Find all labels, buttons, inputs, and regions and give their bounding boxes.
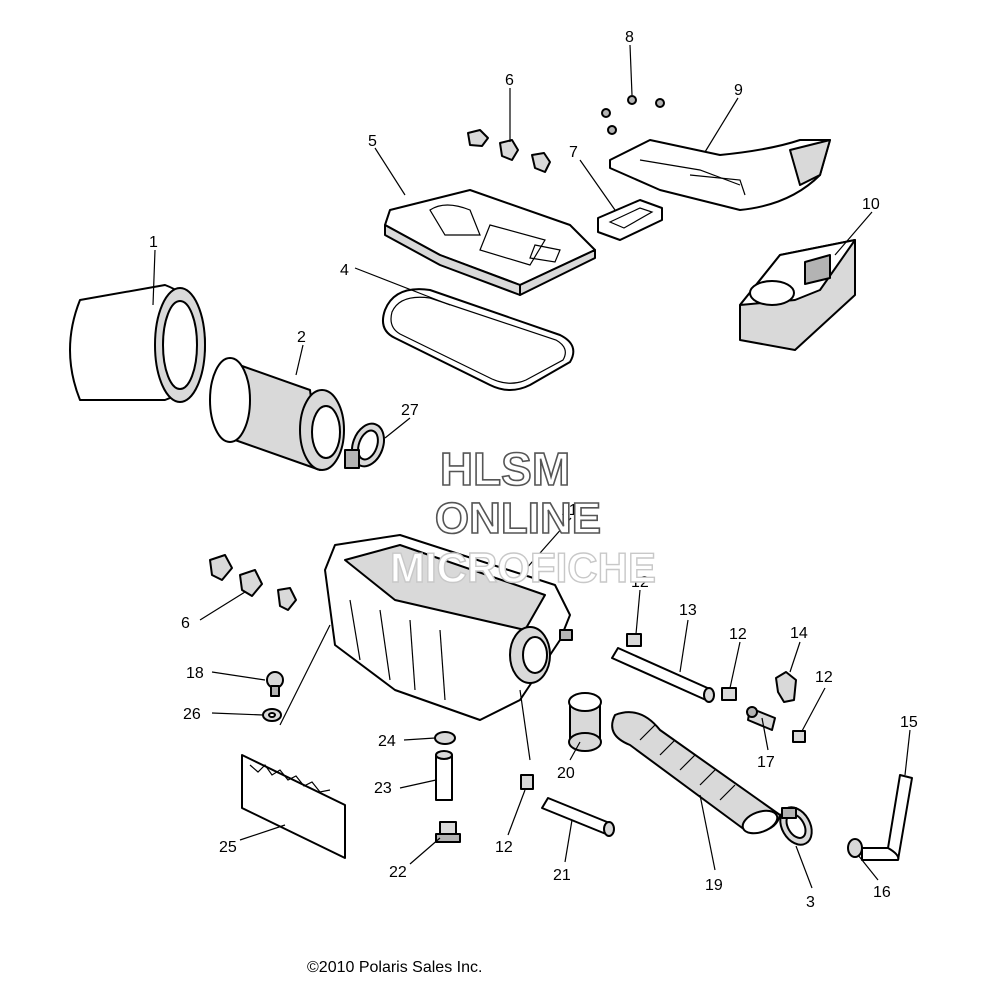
part-19-intake-boot	[611, 711, 781, 835]
part-12-clamps	[520, 633, 806, 790]
callout-20: 20	[557, 765, 575, 782]
part-2-air-filter	[209, 357, 345, 471]
copyright-notice: ©2010 Polaris Sales Inc.	[307, 959, 482, 976]
callout-labels: 1 2 3 4 5 6 7 8 9 10 11 12 12 12 12 13 1…	[149, 29, 918, 911]
callout-27: 27	[401, 402, 419, 419]
callout-12-c: 12	[815, 669, 833, 686]
callout-22: 22	[389, 864, 407, 881]
part-21-tube	[541, 797, 615, 837]
part-9-intake-duct	[609, 139, 831, 211]
part-6-clips-lower	[209, 554, 297, 611]
callout-12-a: 12	[631, 574, 649, 591]
callout-6-lower: 6	[181, 615, 190, 632]
callout-16: 16	[873, 884, 891, 901]
watermark-line-2: ONLINE	[435, 494, 601, 543]
watermark: HLSM ONLINE MICROFICHE	[389, 442, 656, 592]
watermark-line-1: HLSM	[440, 443, 570, 495]
callout-12-b: 12	[729, 626, 747, 643]
callout-2: 2	[297, 329, 306, 346]
callout-23: 23	[374, 780, 392, 797]
part-15-bent-pipe	[861, 774, 913, 861]
part-7-seal-plate	[597, 199, 663, 241]
part-1-prefilter-sleeve	[69, 284, 206, 403]
part-4-gasket	[382, 288, 575, 391]
part-3-clamp	[779, 806, 813, 846]
part-26-washer	[262, 708, 282, 722]
part-24-cap	[434, 731, 456, 745]
callout-14: 14	[790, 625, 808, 642]
part-8-screws	[601, 95, 665, 135]
callout-7: 7	[569, 144, 578, 161]
callout-9: 9	[734, 82, 743, 99]
callout-12-d: 12	[495, 839, 513, 856]
part-17-fitting	[746, 706, 776, 731]
part-20-coupler	[568, 692, 602, 752]
callout-26: 26	[183, 706, 201, 723]
part-22-drain-valve	[435, 821, 461, 843]
part-16-small-clamp	[847, 838, 863, 858]
callout-4: 4	[340, 262, 349, 279]
part-11-airbox-base	[324, 534, 573, 721]
callout-5: 5	[368, 133, 377, 150]
part-14-bracket	[775, 671, 797, 703]
callout-10: 10	[862, 196, 880, 213]
watermark-line-3: MICROFICHE	[390, 544, 656, 591]
callout-18: 18	[186, 665, 204, 682]
callout-19: 19	[705, 877, 723, 894]
part-10-foam-block	[739, 239, 856, 351]
part-5-airbox-lid	[384, 189, 596, 296]
callout-1: 1	[149, 234, 158, 251]
part-18-rivet	[266, 671, 284, 697]
callout-25: 25	[219, 839, 237, 856]
part-25-screen-plate	[241, 754, 346, 859]
leader-lines	[152, 44, 911, 889]
callout-11: 11	[561, 502, 578, 519]
part-13-hose	[611, 647, 715, 703]
callout-17: 17	[757, 754, 775, 771]
part-23-drain-tube	[435, 750, 453, 801]
callout-21: 21	[553, 867, 571, 884]
callout-3: 3	[806, 894, 815, 911]
callout-6-top: 6	[505, 72, 514, 89]
part-27-clamp	[344, 422, 385, 469]
callout-13: 13	[679, 602, 697, 619]
callout-24: 24	[378, 733, 396, 750]
part-6-clips-top	[467, 129, 551, 173]
callout-8: 8	[625, 29, 634, 46]
callout-15: 15	[900, 714, 918, 731]
